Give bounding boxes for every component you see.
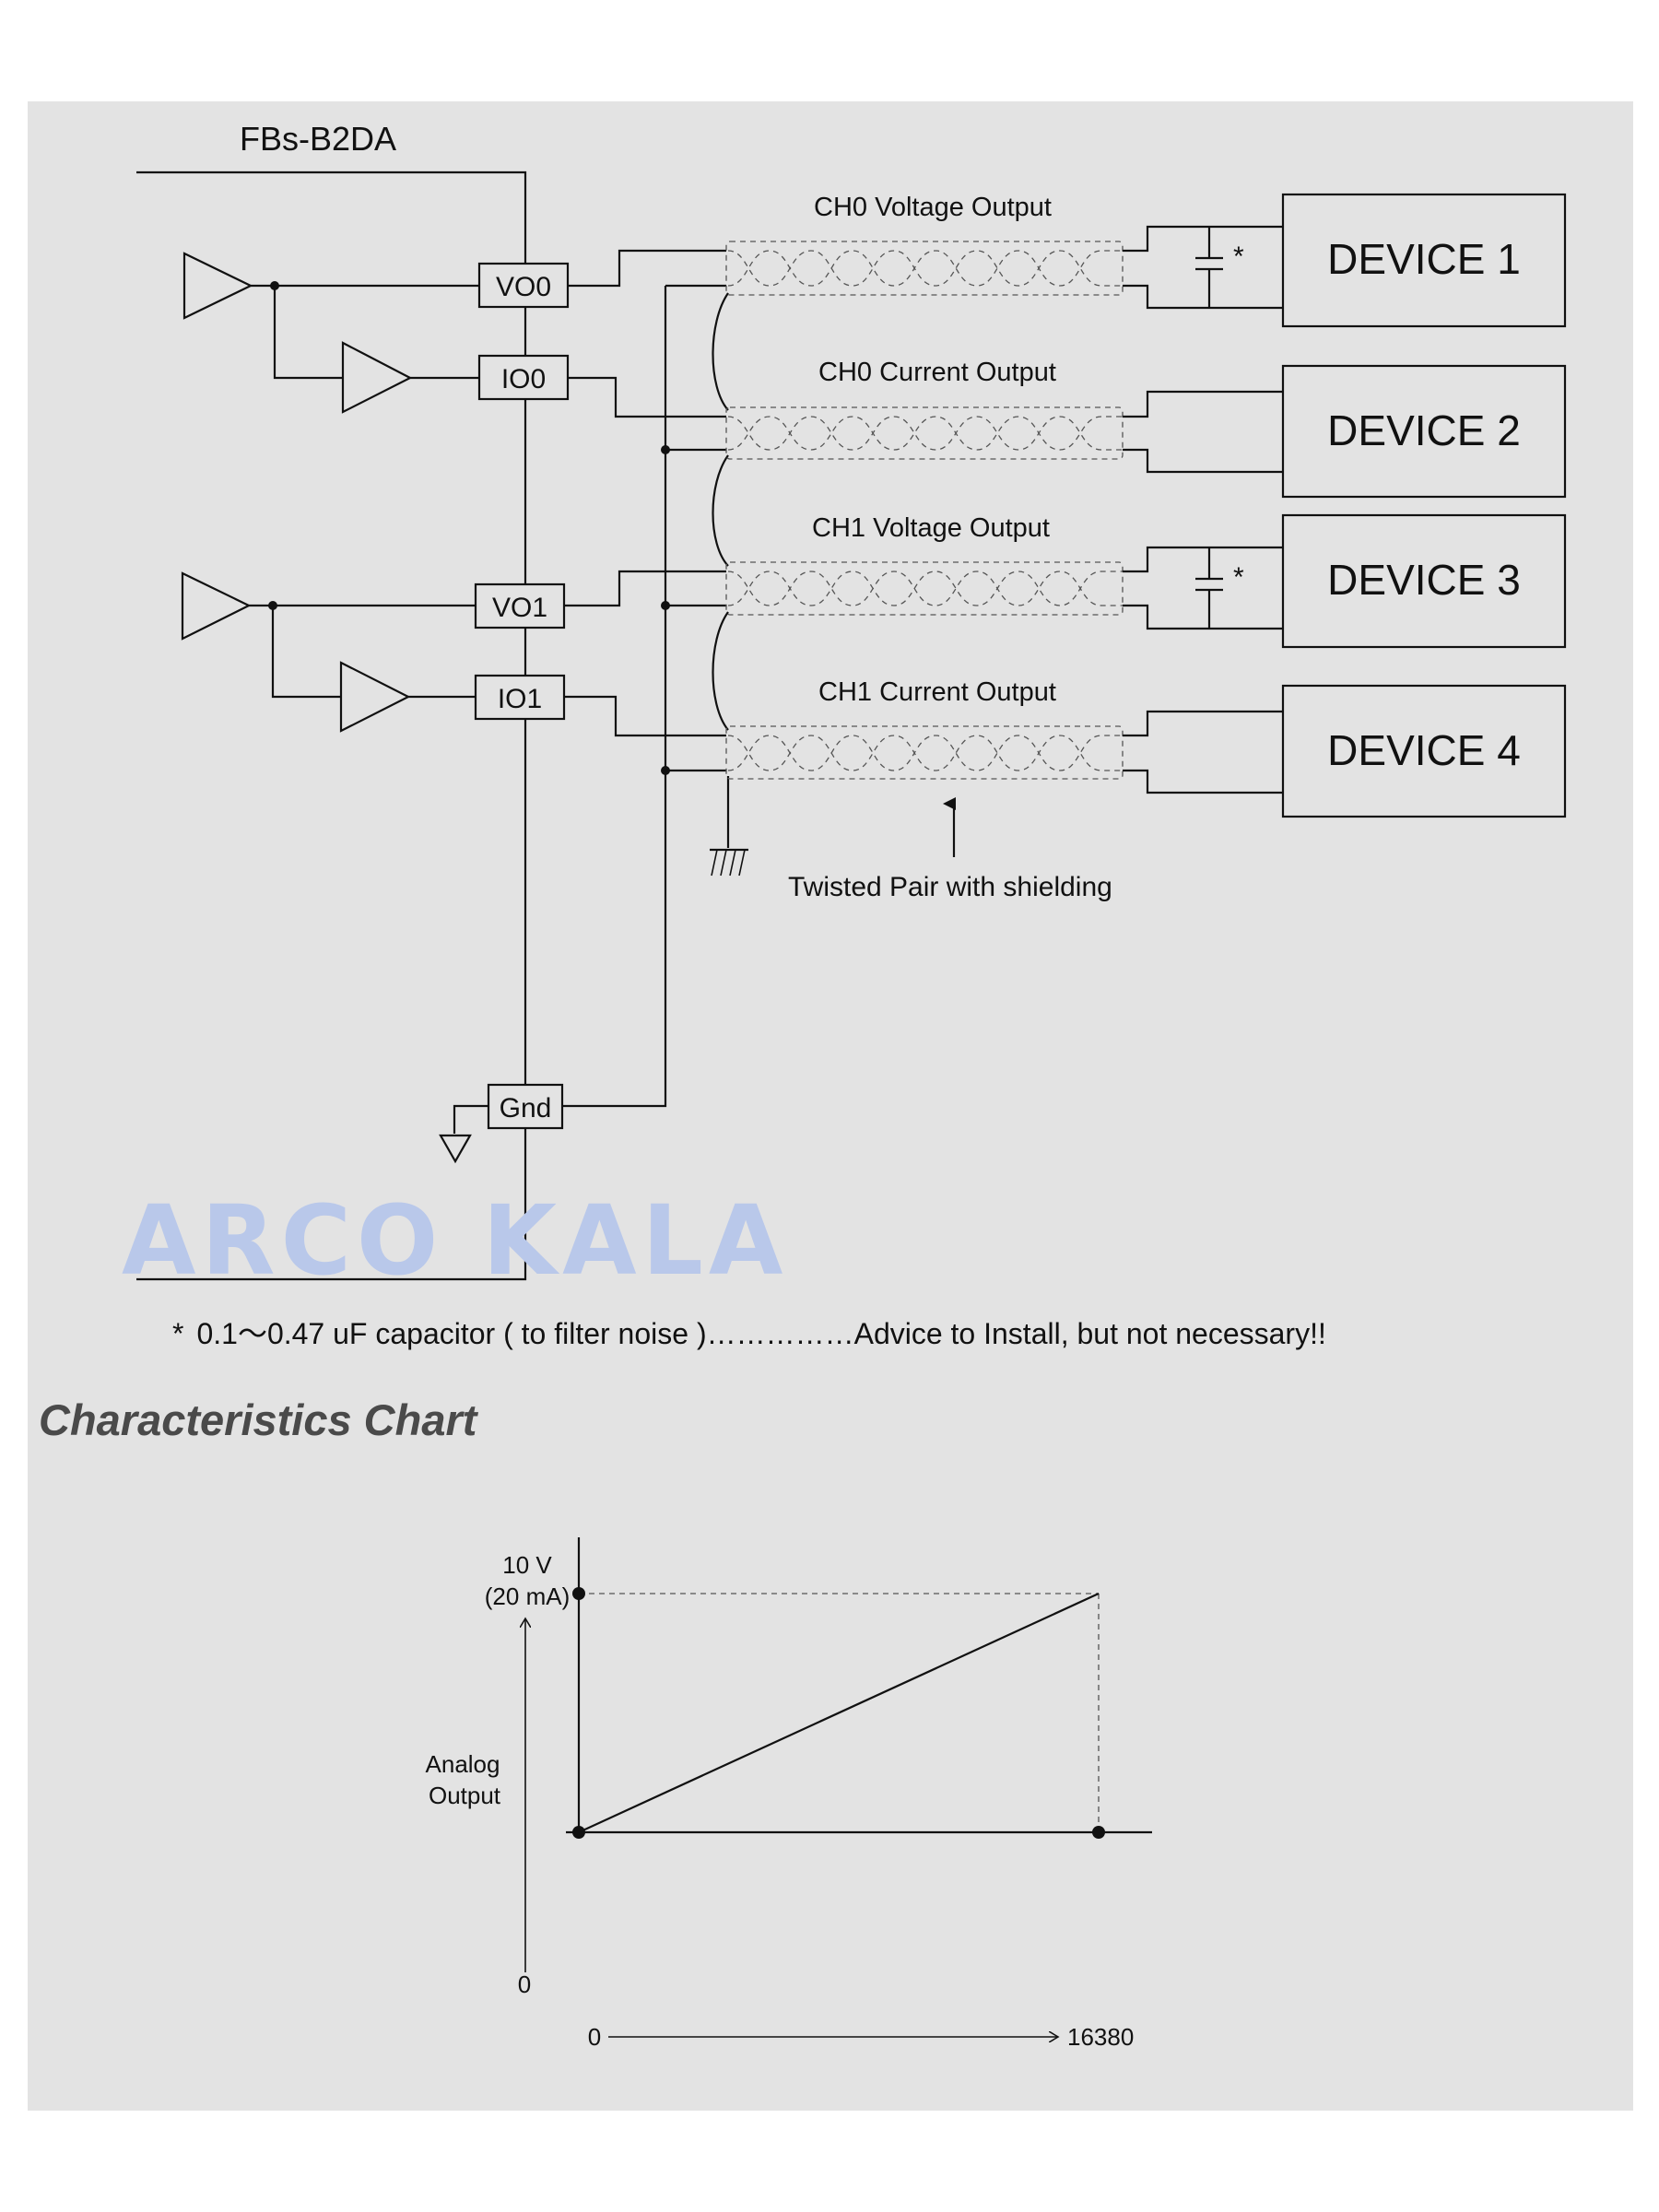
terminal-io0-label: IO0 bbox=[501, 364, 546, 394]
y-tick-top-label: 10 V bbox=[502, 1551, 552, 1579]
twisted-pair-label: Twisted Pair with shielding bbox=[788, 872, 1112, 902]
module-boundary bbox=[136, 171, 527, 1106]
device-2: DEVICE 2 bbox=[1281, 364, 1567, 499]
terminal-vo0: VO0 bbox=[477, 262, 570, 309]
note-asterisk: * bbox=[172, 1317, 184, 1350]
device-4-label: DEVICE 4 bbox=[1327, 726, 1521, 774]
amplifier-icon-vo0 bbox=[182, 252, 479, 320]
chart-point-start bbox=[572, 1826, 585, 1839]
chart-heading: Characteristics Chart bbox=[39, 1395, 477, 1444]
lead-ch0-current bbox=[568, 376, 726, 418]
chart-point-end bbox=[1092, 1826, 1105, 1839]
module-title: FBs-B2DA bbox=[240, 120, 396, 158]
return-bus bbox=[562, 286, 667, 1108]
amplifier-icon-vo1 bbox=[181, 571, 476, 641]
terminal-vo1: VO1 bbox=[474, 582, 566, 629]
cable-label-ch1-voltage: CH1 Voltage Output bbox=[812, 513, 1050, 543]
amplifier-icon-io0 bbox=[273, 286, 479, 414]
ground-icon bbox=[439, 1104, 488, 1164]
shield-link bbox=[712, 292, 729, 411]
amplifier-icon-io1 bbox=[271, 606, 476, 733]
device-2-label: DEVICE 2 bbox=[1327, 406, 1521, 454]
capacitor-icon-device3: * bbox=[1195, 547, 1244, 629]
terminal-gnd-label: Gnd bbox=[500, 1093, 552, 1124]
lead-ch1-current bbox=[564, 695, 726, 737]
watermark: ARCO KALA bbox=[122, 1184, 789, 1297]
x-tick-zero-label: 0 bbox=[588, 2023, 601, 2051]
y-tick-top-unit: (20 mA) bbox=[485, 1583, 570, 1610]
characteristics-chart: 10 V (20 mA) Analog Output 0 0 16380 bbox=[426, 1537, 1152, 2051]
cable-label-ch0-current: CH0 Current Output bbox=[818, 358, 1056, 387]
device-1: DEVICE 1 bbox=[1281, 193, 1567, 328]
x-tick-max-label: 16380 bbox=[1067, 2023, 1134, 2051]
cable-label-ch0-voltage: CH0 Voltage Output bbox=[814, 193, 1052, 222]
cable-ch1-current bbox=[725, 725, 1124, 780]
capacitor-mark-1: * bbox=[1233, 241, 1244, 272]
y-tick-zero-label: 0 bbox=[518, 1971, 531, 1998]
module-boundary-bottom bbox=[136, 1120, 527, 1281]
cable-ch0-voltage bbox=[725, 241, 1124, 296]
lead-ch0-voltage bbox=[568, 249, 726, 288]
device-4: DEVICE 4 bbox=[1281, 684, 1567, 818]
cable-ch1-voltage bbox=[725, 561, 1124, 616]
device-3-label: DEVICE 3 bbox=[1327, 556, 1521, 604]
y-axis-label-line1: Analog bbox=[426, 1750, 500, 1778]
earth-ground-icon bbox=[710, 848, 748, 877]
terminal-io1: IO1 bbox=[474, 674, 566, 721]
capacitor-note: * 0.1～0.47 uF capacitor ( to filter noise… bbox=[172, 1311, 1326, 1353]
capacitor-mark-3: * bbox=[1233, 562, 1244, 593]
cable-label-ch1-current: CH1 Current Output bbox=[818, 677, 1056, 707]
cable-ch0-current bbox=[725, 406, 1124, 460]
chart-point-top bbox=[572, 1587, 585, 1600]
note-text: 0.1～0.47 uF capacitor ( to filter noise … bbox=[196, 1317, 1326, 1350]
terminal-gnd: Gnd bbox=[487, 1083, 564, 1130]
chart-series-line bbox=[578, 1593, 1100, 1833]
terminal-vo1-label: VO1 bbox=[492, 593, 547, 623]
y-axis-label-line2: Output bbox=[429, 1782, 501, 1809]
terminal-io0: IO0 bbox=[477, 354, 570, 401]
terminal-io1-label: IO1 bbox=[498, 684, 542, 714]
terminal-vo0-label: VO0 bbox=[496, 272, 551, 302]
device-3: DEVICE 3 bbox=[1281, 513, 1567, 649]
capacitor-icon-device1: * bbox=[1195, 227, 1244, 308]
device-1-label: DEVICE 1 bbox=[1327, 235, 1521, 283]
lead-ch1-voltage bbox=[564, 570, 726, 607]
